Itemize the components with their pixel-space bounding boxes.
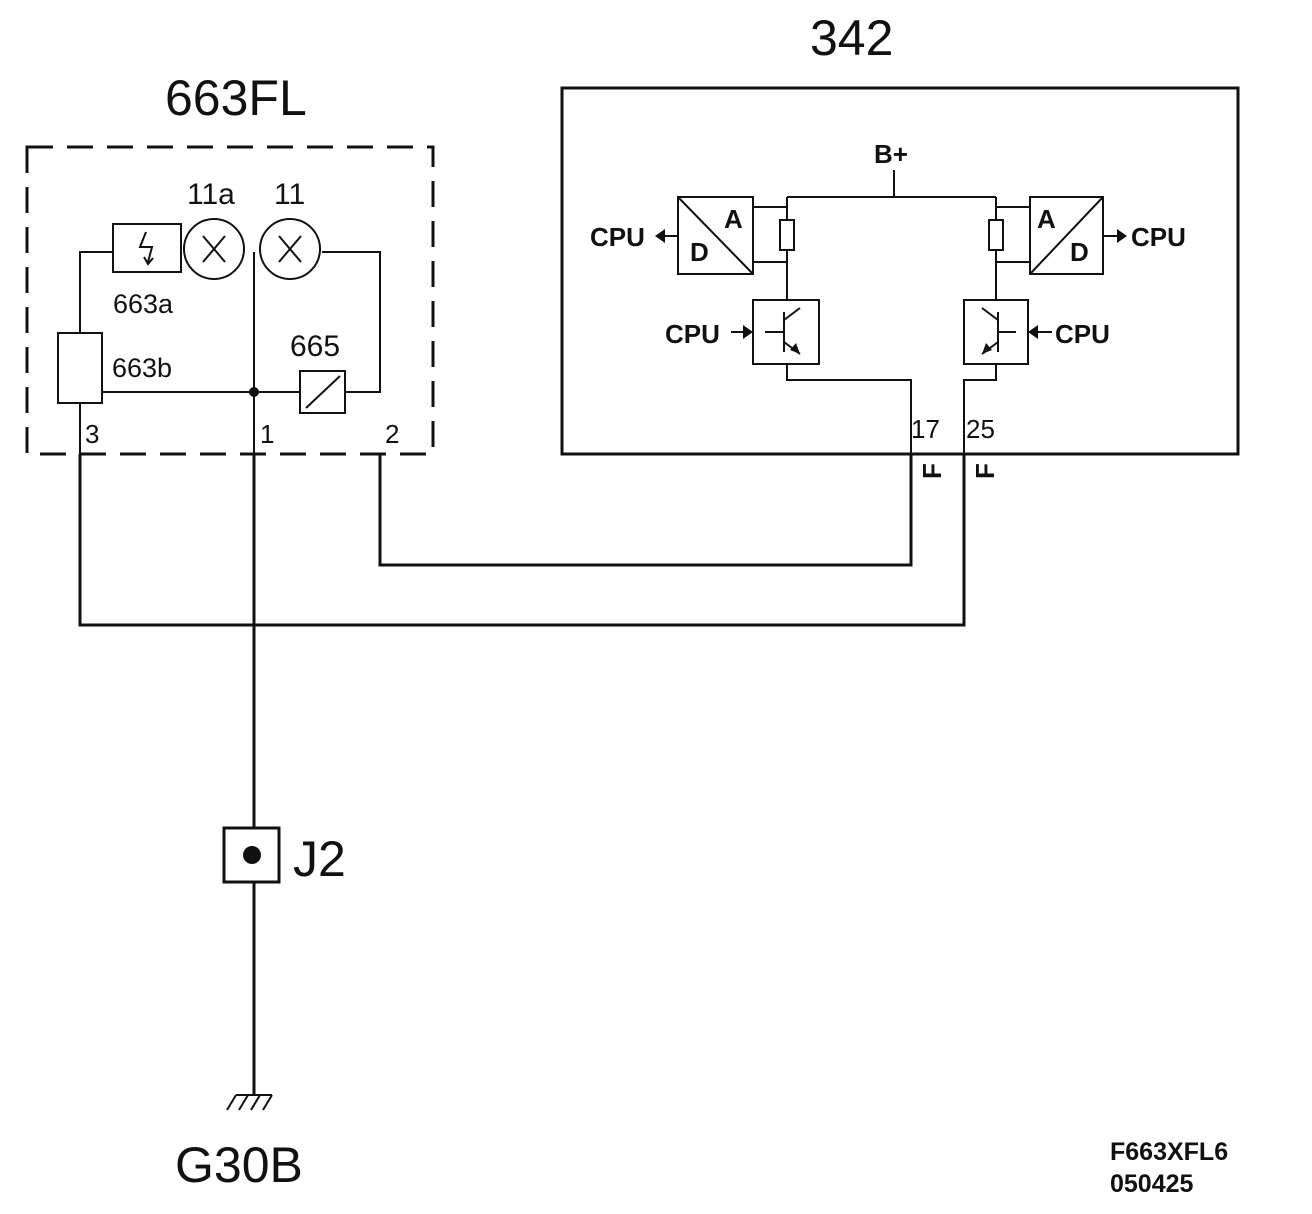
supply-label: B+ [874, 139, 908, 169]
pullup-resistor-right [988, 219, 1004, 251]
part-663b-symbol [57, 332, 103, 404]
control-unit-label: 342 [810, 10, 893, 66]
adc-right-a: A [1037, 204, 1056, 234]
adc-left-symbol [677, 196, 754, 275]
part-665-symbol [299, 370, 346, 414]
lamp-pin-1: 1 [260, 419, 274, 449]
arrow-left-icon [655, 229, 678, 243]
lamp-unit-label: 663FL [165, 70, 307, 126]
external-wiring [78, 454, 966, 1095]
lamp-pin-3: 3 [85, 419, 99, 449]
lamp-unit-boundary [25, 145, 435, 456]
ecu-pin-17: 17 [911, 414, 940, 444]
ground-label: G30B [175, 1137, 303, 1193]
reference-code: F663XFL6 [1110, 1138, 1228, 1166]
connector-code-25: F [970, 463, 1000, 479]
cpu-label-1: CPU [590, 222, 645, 252]
junction-dot [249, 387, 259, 397]
bulb-11-label: 11 [274, 178, 305, 211]
transistor-right-symbol [963, 299, 1029, 365]
connector-code-17: F [917, 463, 947, 479]
lamp-pin-2: 2 [385, 419, 399, 449]
arrow-left-icon [1028, 325, 1052, 339]
ground-icon [226, 1094, 273, 1111]
transistor-left-symbol [752, 299, 820, 365]
arrow-right-icon [1103, 229, 1127, 243]
bulb-11a-label: 11a [187, 178, 235, 211]
reference-date: 050425 [1110, 1170, 1194, 1198]
bulb-11-symbol [259, 218, 321, 280]
cpu-label-4: CPU [1055, 319, 1110, 349]
arrow-right-icon [731, 325, 753, 339]
adc-left-a: A [724, 204, 743, 234]
control-unit-boundary [560, 86, 1240, 456]
adc-right-symbol [1029, 196, 1104, 275]
cpu-label-2: CPU [1131, 222, 1186, 252]
part-663a-label: 663a [113, 289, 174, 319]
ecu-pin-25: 25 [966, 414, 995, 444]
splice-label: J2 [293, 831, 346, 887]
cpu-label-3: CPU [665, 319, 720, 349]
part-665-label: 665 [290, 330, 340, 363]
bulb-11a-symbol [183, 218, 245, 280]
splice-j2-symbol [222, 826, 281, 884]
lamp-unit-wiring [79, 251, 381, 454]
adc-left-d: D [690, 237, 709, 267]
adc-right-d: D [1070, 237, 1089, 267]
pullup-resistor-left [779, 219, 795, 251]
part-663a-symbol [112, 223, 182, 273]
part-663b-label: 663b [112, 353, 172, 383]
